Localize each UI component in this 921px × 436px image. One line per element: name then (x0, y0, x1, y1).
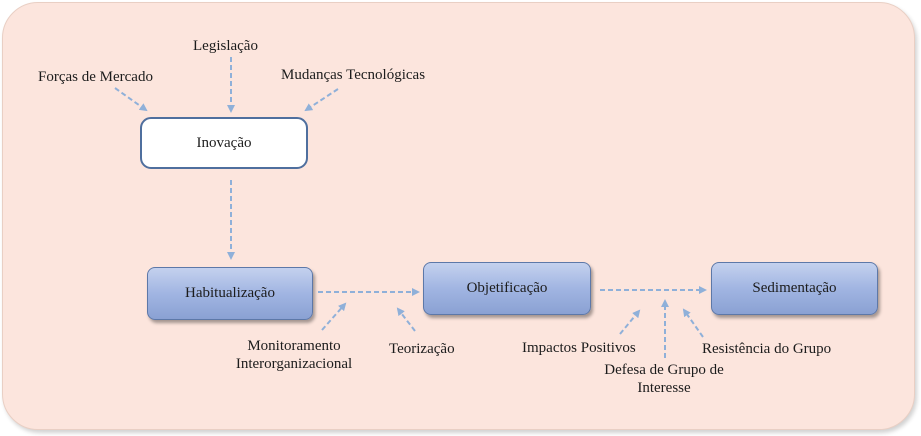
label-defesa-line1: Defesa de Grupo de (604, 362, 724, 378)
label-monitoramento-line1: Monitoramento (247, 338, 341, 354)
node-inovacao-label: Inovação (196, 134, 252, 151)
label-resistencia-grupo: Resistência do Grupo (702, 341, 832, 357)
node-objetificacao: Objetificação (423, 262, 591, 315)
node-habitualizacao: Habitualização (147, 267, 313, 320)
arrow-impactos (619, 309, 641, 335)
label-defesa-line2: Interesse (637, 380, 691, 396)
node-sedimentacao-label: Sedimentação (752, 280, 837, 296)
arrow-teorizacao (396, 307, 416, 332)
arrow-monitoramento (321, 302, 347, 331)
label-mudancas-tecnologicas: Mudanças Tecnológicas (281, 67, 426, 83)
node-habitualizacao-label: Habitualização (185, 285, 275, 301)
node-objetificacao-label: Objetificação (466, 280, 548, 296)
label-impactos-positivos: Impactos Positivos (522, 340, 636, 356)
label-defesa-grupo: Defesa de Grupo de Interesse (598, 361, 730, 397)
label-monitoramento: Monitoramento Interorganizacional (234, 337, 354, 373)
label-forcas-mercado: Forças de Mercado (38, 69, 153, 85)
label-monitoramento-line2: Interorganizacional (235, 356, 353, 372)
label-legislacao: Legislação (193, 38, 258, 54)
node-sedimentacao: Sedimentação (711, 262, 878, 315)
label-teorizacao: Teorização (389, 341, 455, 357)
arrow-resistencia (682, 308, 704, 338)
node-inovacao: Inovação (140, 117, 308, 169)
arrow-forcas-inovacao (114, 87, 148, 112)
diagram-panel (2, 2, 915, 430)
arrow-mudancas-inovacao (304, 88, 339, 112)
